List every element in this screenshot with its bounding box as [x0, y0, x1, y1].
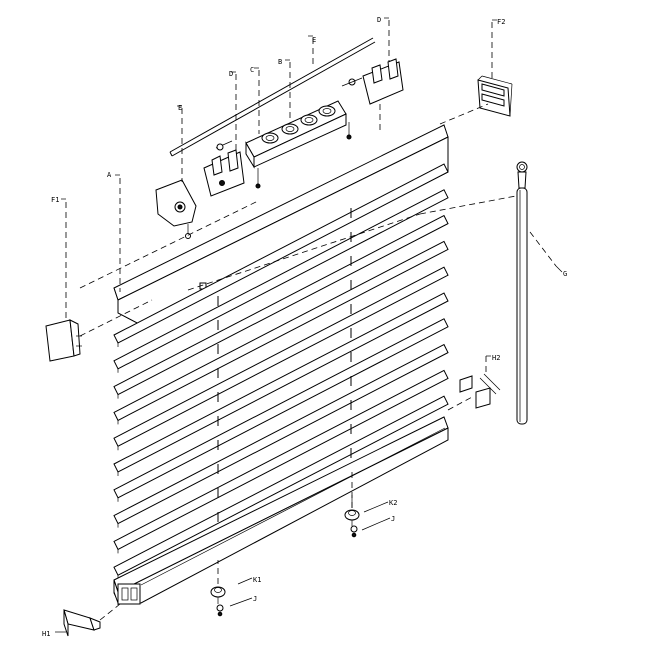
bottom-cap-left — [63, 609, 101, 637]
slat — [113, 369, 449, 551]
slat — [113, 343, 449, 525]
ladder-cords — [217, 208, 352, 530]
label-f1: F1 — [51, 196, 59, 204]
label-c: C — [250, 66, 254, 74]
label-d-right: D — [377, 16, 381, 24]
left-cradle — [203, 140, 245, 197]
label-b: B — [278, 58, 282, 66]
label-a: A — [107, 171, 112, 179]
tilt-wand — [516, 161, 528, 425]
slat — [113, 214, 449, 396]
label-g: G — [563, 270, 567, 278]
slat — [113, 189, 449, 370]
tilt-rod — [169, 37, 376, 157]
leader-lines — [65, 20, 557, 621]
label-j-right: J — [391, 515, 395, 523]
label-e-tilter: E — [178, 104, 182, 112]
gear-box — [245, 100, 352, 189]
right-cradle — [341, 58, 404, 105]
bottom-stop-left — [210, 586, 226, 617]
label-d-left: D — [229, 70, 233, 78]
bottom-stop-right — [344, 495, 360, 538]
label-k1: K1 — [253, 576, 261, 584]
slat — [113, 240, 449, 422]
label-f2: F2 — [497, 18, 505, 26]
end-cap-left — [45, 319, 82, 362]
label-h2: H2 — [492, 354, 500, 362]
slat — [113, 292, 449, 473]
slat — [113, 266, 449, 447]
slats-stack — [113, 163, 449, 605]
label-ticks — [55, 17, 563, 633]
part-labels: A F1 E D C B E D F2 G H2 K2 J K1 J H1 — [42, 16, 567, 638]
hold-down-bracket-right — [459, 373, 501, 409]
label-k2: K2 — [389, 499, 397, 507]
label-h1: H1 — [42, 630, 50, 638]
label-e-rod: E — [312, 36, 316, 44]
slat — [113, 318, 449, 499]
end-cap-right — [477, 75, 513, 117]
label-j-left: J — [253, 595, 257, 603]
tilter-mechanism — [155, 179, 197, 239]
slat — [113, 395, 449, 576]
bottom-rail — [113, 416, 449, 605]
slat — [113, 163, 449, 344]
